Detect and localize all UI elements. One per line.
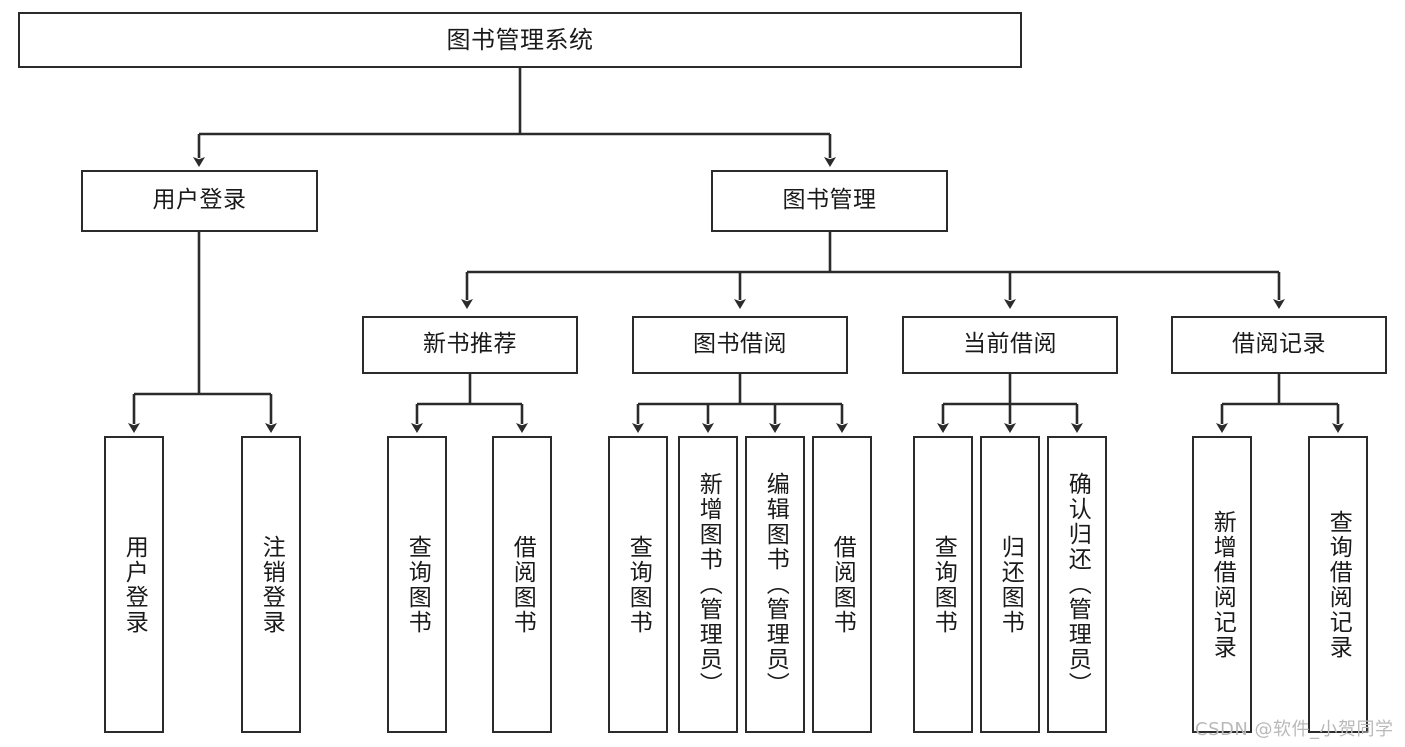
leaf-borrow-book-recommend[interactable]: 借阅图书 bbox=[492, 436, 552, 733]
node-label: 图书管理 bbox=[782, 187, 877, 214]
leaf-add-borrow-record[interactable]: 新增借阅记录 bbox=[1192, 436, 1252, 733]
node-label: 注销登录 bbox=[258, 534, 285, 635]
leaf-logout[interactable]: 注销登录 bbox=[241, 436, 301, 733]
node-label: 新增借阅记录 bbox=[1209, 509, 1236, 660]
leaf-return-book[interactable]: 归还图书 bbox=[980, 436, 1040, 733]
leaf-add-book-admin[interactable]: 新增图书（管理员） bbox=[678, 436, 738, 733]
leaf-query-book-current[interactable]: 查询图书 bbox=[913, 436, 973, 733]
node-label: 借阅记录 bbox=[1232, 331, 1326, 358]
csdn-watermark: CSDN @软件_小贺同学 bbox=[1195, 719, 1394, 740]
node-label: 编辑图书（管理员） bbox=[762, 472, 789, 697]
node-label: 查询图书 bbox=[930, 534, 957, 635]
node-label: 查询借阅记录 bbox=[1325, 509, 1352, 660]
node-book-borrow[interactable]: 图书借阅 bbox=[632, 316, 848, 374]
node-label: 归还图书 bbox=[997, 534, 1024, 635]
node-label: 用户登录 bbox=[152, 187, 247, 214]
node-label: 图书管理系统 bbox=[446, 25, 594, 54]
leaf-user-login[interactable]: 用户登录 bbox=[104, 436, 164, 733]
leaf-query-book-borrow[interactable]: 查询图书 bbox=[608, 436, 668, 733]
node-user-login[interactable]: 用户登录 bbox=[81, 170, 318, 232]
node-label: 借阅图书 bbox=[509, 534, 536, 635]
leaf-query-book-recommend[interactable]: 查询图书 bbox=[387, 436, 447, 733]
leaf-borrow-book[interactable]: 借阅图书 bbox=[812, 436, 872, 733]
node-current-borrow[interactable]: 当前借阅 bbox=[902, 316, 1118, 374]
node-label: 新增图书（管理员） bbox=[695, 472, 722, 697]
leaf-confirm-return-admin[interactable]: 确认归还（管理员） bbox=[1047, 436, 1107, 733]
node-book-management[interactable]: 图书管理 bbox=[711, 170, 948, 232]
node-label: 确认归还（管理员） bbox=[1064, 472, 1091, 697]
node-root-system[interactable]: 图书管理系统 bbox=[18, 12, 1022, 68]
node-label: 新书推荐 bbox=[423, 331, 517, 358]
node-label: 查询图书 bbox=[404, 534, 431, 635]
node-new-book-recommend[interactable]: 新书推荐 bbox=[362, 316, 578, 374]
leaf-edit-book-admin[interactable]: 编辑图书（管理员） bbox=[745, 436, 805, 733]
node-label: 当前借阅 bbox=[963, 331, 1057, 358]
leaf-query-borrow-record[interactable]: 查询借阅记录 bbox=[1308, 436, 1368, 733]
node-label: 图书借阅 bbox=[693, 331, 787, 358]
node-label: 查询图书 bbox=[625, 534, 652, 635]
node-label: 借阅图书 bbox=[829, 534, 856, 635]
node-label: 用户登录 bbox=[121, 534, 148, 635]
node-borrow-records[interactable]: 借阅记录 bbox=[1171, 316, 1387, 374]
